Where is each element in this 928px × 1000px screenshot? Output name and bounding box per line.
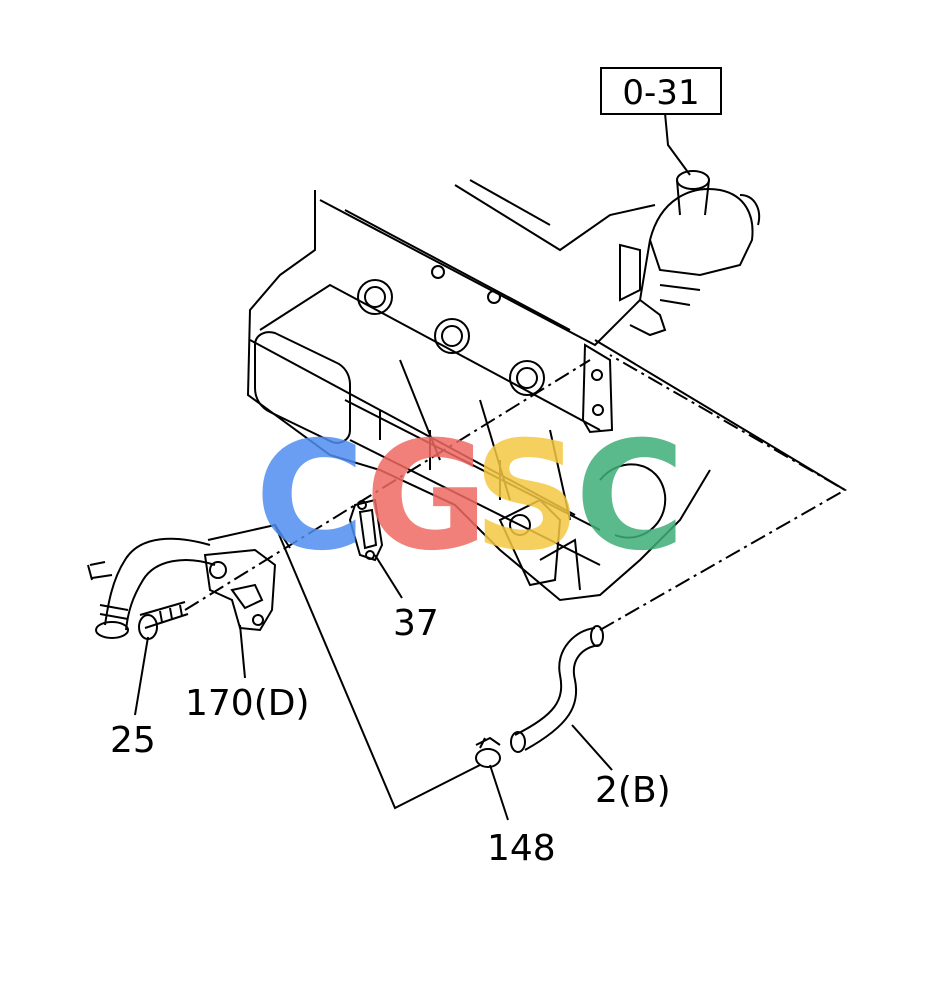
outlet-pipe <box>87 537 216 639</box>
callout-2b: 2(B) <box>595 770 671 811</box>
watermark-letter-c2: C <box>575 410 685 584</box>
leader-lines <box>134 112 691 821</box>
hose-2b <box>510 625 604 753</box>
clamp-148 <box>475 736 501 768</box>
watermark-letter-c1: C <box>255 410 365 584</box>
assembly-lines <box>184 339 848 810</box>
watermark-logo: C G S C <box>255 410 685 584</box>
reference-box <box>600 67 722 115</box>
watermark-letter-g: G <box>365 410 488 584</box>
bolt-25 <box>138 601 189 640</box>
thermostat-housing-170d <box>203 548 277 632</box>
callout-148: 148 <box>487 828 556 869</box>
callout-170d: 170(D) <box>185 683 310 724</box>
callout-25: 25 <box>110 720 156 761</box>
callout-37: 37 <box>393 603 439 644</box>
engine-block <box>246 170 760 602</box>
reference-box-label: 0-31 <box>622 73 699 113</box>
watermark-letter-s: S <box>473 410 581 584</box>
